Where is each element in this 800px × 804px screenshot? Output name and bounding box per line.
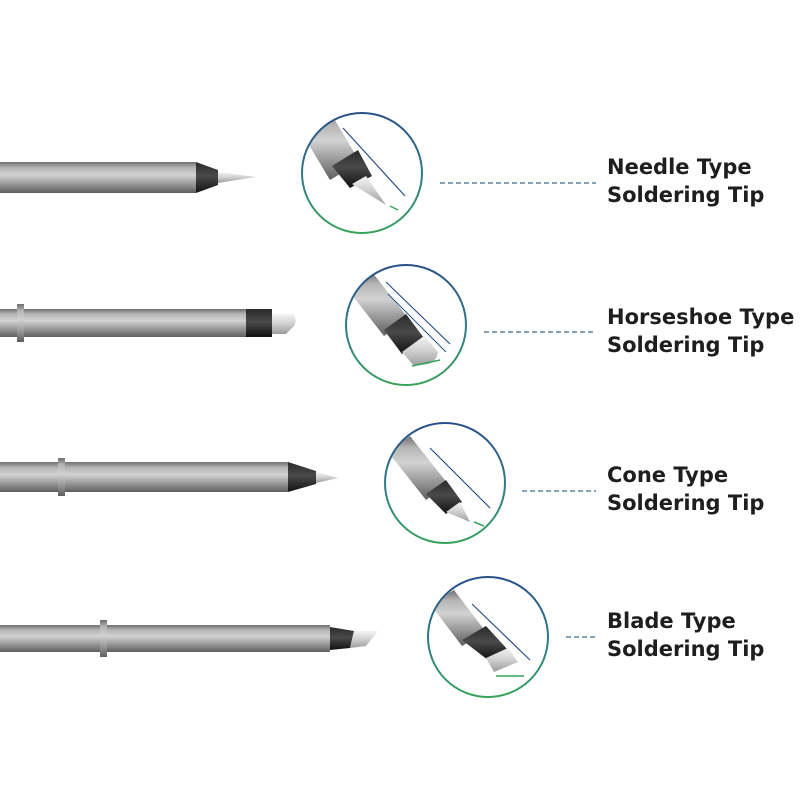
needle-label-line1: Needle Type bbox=[607, 155, 752, 179]
blade-label: Blade Type Soldering Tip bbox=[607, 607, 764, 663]
blade-tip-illustration bbox=[0, 620, 378, 657]
blade-label-line1: Blade Type bbox=[607, 609, 736, 633]
needle-zoom-circle bbox=[301, 112, 423, 234]
horseshoe-label: Horseshoe Type Soldering Tip bbox=[607, 303, 794, 359]
cone-label: Cone Type Soldering Tip bbox=[607, 461, 764, 517]
horseshoe-label-line1: Horseshoe Type bbox=[607, 305, 795, 329]
cone-zoom-circle bbox=[384, 422, 506, 544]
horseshoe-zoom-circle bbox=[345, 264, 467, 386]
blade-label-line2: Soldering Tip bbox=[607, 637, 765, 661]
blade-zoom-circle bbox=[427, 576, 549, 698]
horseshoe-label-line2: Soldering Tip bbox=[607, 333, 765, 357]
cone-label-line2: Soldering Tip bbox=[607, 491, 765, 515]
needle-label-line2: Soldering Tip bbox=[607, 183, 765, 207]
needle-tip-illustration bbox=[0, 162, 256, 193]
cone-tip-illustration bbox=[0, 458, 338, 496]
cone-label-line1: Cone Type bbox=[607, 463, 729, 487]
horseshoe-tip-illustration bbox=[0, 304, 296, 342]
needle-label: Needle Type Soldering Tip bbox=[607, 153, 764, 209]
